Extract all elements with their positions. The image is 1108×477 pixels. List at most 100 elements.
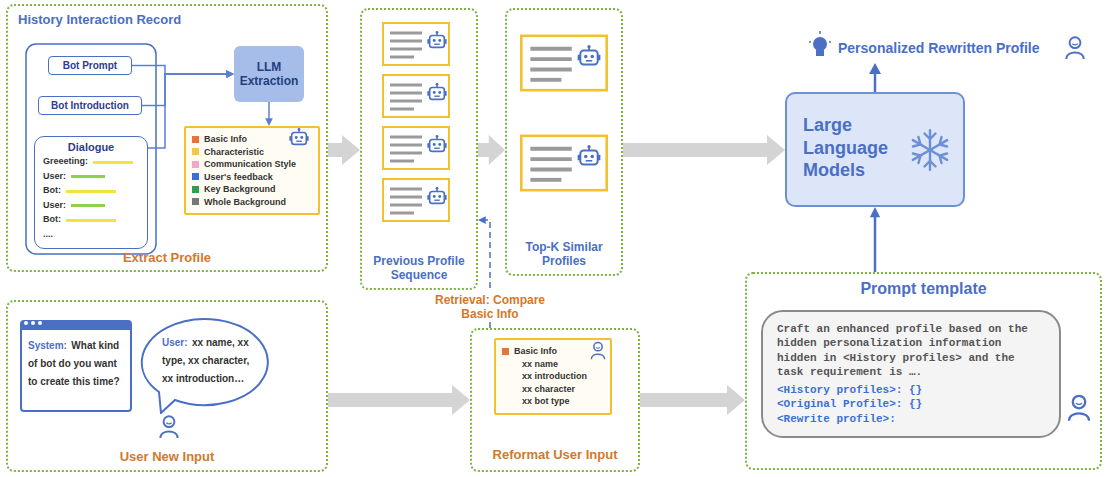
person-icon — [1066, 37, 1083, 59]
node-text: xx name — [522, 358, 558, 371]
text-row: xx introduction — [502, 370, 604, 383]
bullet-mark — [510, 360, 517, 367]
bullet-mark — [502, 348, 509, 355]
node-text: <Original Profile>: {} — [777, 397, 1045, 411]
bullet-mark — [192, 173, 199, 180]
message-bar — [66, 219, 116, 222]
connector-line — [874, 216, 877, 272]
person-icon — [160, 416, 177, 438]
bullet-mark — [192, 161, 199, 168]
region-panel: Reformat User Input Basic Infoxx namexx i… — [470, 328, 640, 472]
node-text: Previous Profile Sequence — [366, 254, 472, 282]
node-text: Dialogue — [43, 141, 139, 153]
node-text: <Rewrite profile>: — [777, 412, 1045, 426]
node-text: Bot Introduction — [41, 100, 139, 111]
inner-record-box — [26, 44, 156, 254]
flow-arrow — [328, 135, 360, 165]
text-row: xx bot type — [502, 395, 604, 408]
node-text: Reformat User Input — [472, 447, 638, 462]
text-row: User's feedback — [192, 171, 312, 184]
text-row: User: — [43, 199, 139, 214]
flow-arrow — [623, 135, 785, 165]
bubble-outline — [142, 319, 268, 413]
node-text: Extract Profile — [8, 250, 326, 265]
message-bar — [93, 161, 133, 164]
text-row: Characteristic — [192, 146, 312, 159]
message-bar — [71, 204, 105, 207]
flow-arrow — [478, 135, 505, 165]
node-text: Whole Background — [204, 196, 286, 209]
person-icon — [1069, 396, 1089, 421]
node-text: System: — [28, 340, 67, 351]
similar-profile-icons — [521, 36, 606, 190]
node-text: User: — [162, 337, 188, 348]
text-row: Greeeting: — [43, 155, 139, 170]
node-text: Craft an enhanced profile based on the h… — [777, 322, 1045, 379]
node-text: Bot: — [43, 213, 61, 226]
process-box: Large Language Models — [785, 92, 965, 207]
text-row: Basic Info — [502, 345, 604, 358]
node-text: User's feedback — [204, 171, 273, 184]
node-text: Basic Info — [514, 345, 557, 358]
node-text: LLM Extraction — [238, 60, 300, 88]
arrow-head — [226, 70, 234, 78]
arrow-head — [226, 70, 234, 78]
bullet-mark — [192, 186, 199, 193]
node-text: Bot: — [43, 184, 61, 197]
node-text: Prompt template — [747, 280, 1100, 298]
text-row: Whole Background — [192, 196, 312, 209]
process-box: DialogueGreeeting:User:Bot:User:Bot:.... — [34, 136, 148, 249]
connector-line — [142, 74, 227, 106]
process-box: Craft an enhanced profile based on the h… — [761, 310, 1061, 438]
region-panel: Prompt templateCraft an enhanced profile… — [745, 272, 1102, 470]
region-panel: History Interaction RecordExtract Profil… — [6, 4, 328, 272]
node-text: User: — [43, 170, 66, 183]
region-panel: Top-K Similar Profiles — [505, 8, 623, 276]
node-text: User: — [43, 199, 66, 212]
connector-line — [268, 102, 270, 119]
arrow-head — [478, 216, 486, 224]
text-row: Communication Style — [192, 158, 312, 171]
text-row: Bot: — [43, 213, 139, 228]
region-panel: Previous Profile Sequence — [360, 8, 478, 290]
node-text: Key Background — [204, 183, 276, 196]
process-box: Basic InfoCharacteristicCommunication St… — [184, 126, 320, 215]
bullet-mark — [510, 373, 517, 380]
process-box: System: What kind of bot do you want to … — [20, 320, 132, 412]
connector — [142, 70, 234, 105]
connector — [328, 135, 360, 165]
node-text: Top-K Similar Profiles — [511, 240, 617, 268]
node-text: Basic Info — [204, 133, 247, 146]
connector — [870, 207, 880, 272]
text-row: xx name — [502, 358, 604, 371]
bullet-mark — [510, 385, 517, 392]
node-text: Characteristic — [204, 146, 264, 159]
node-text: User New Input — [8, 449, 326, 464]
window-dots — [24, 321, 42, 325]
profile-sequence-icons — [383, 23, 449, 221]
connector — [623, 135, 785, 165]
text-row: User: — [43, 170, 139, 185]
process-box: LLM Extraction — [234, 46, 304, 102]
connector — [640, 385, 745, 415]
node-text: <History profiles>: {} — [777, 383, 1045, 397]
node-text: xx character — [522, 383, 575, 396]
node-text: History Interaction Record — [18, 12, 181, 27]
connector — [478, 135, 505, 165]
message-bar — [66, 190, 116, 193]
node-text: xx introduction — [522, 370, 587, 383]
text-row: .... — [43, 228, 139, 243]
flow-arrow — [328, 385, 470, 415]
node-text: xx bot type — [522, 395, 570, 408]
arrow-head — [226, 70, 234, 78]
node-text: Communication Style — [204, 158, 296, 171]
process-box: Bot Introduction — [38, 96, 142, 115]
connector-line — [132, 66, 227, 75]
process-box: Bot Prompt — [48, 56, 132, 75]
bullet-mark — [192, 148, 199, 155]
bullet-mark — [510, 398, 517, 405]
process-box: Basic Infoxx namexx introductionxx chara… — [494, 338, 612, 415]
text-row: xx character — [502, 383, 604, 396]
text-row: Basic Info — [192, 133, 312, 146]
